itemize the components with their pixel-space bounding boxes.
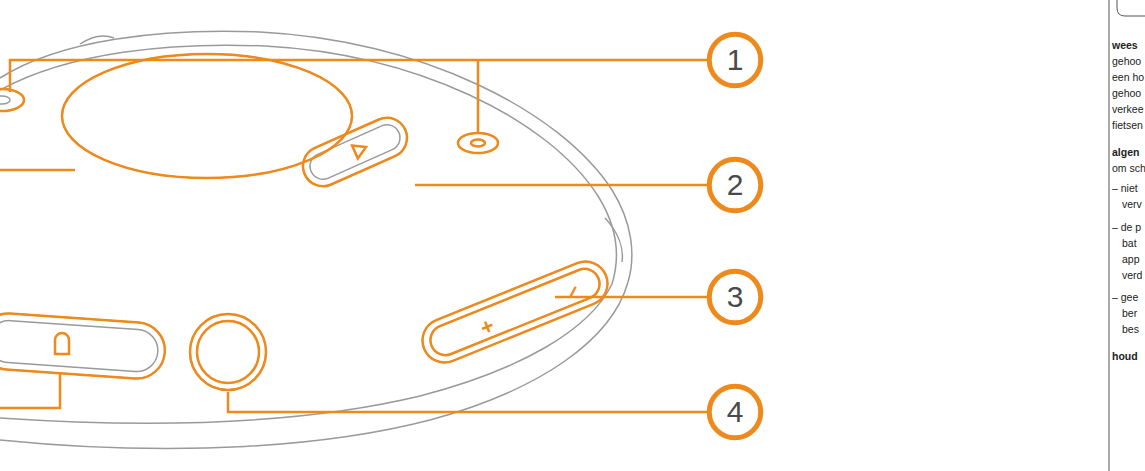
- column-rule: [1109, 0, 1110, 471]
- lock-button: [0, 312, 167, 381]
- leader-lines: [0, 60, 707, 412]
- minus-sign: –: [560, 280, 585, 301]
- volume-button-inner: [426, 264, 604, 359]
- page-frame: [1109, 0, 1145, 471]
- small-button-dot: [0, 96, 10, 104]
- round-button: [190, 314, 266, 390]
- text-fragment: houd: [1112, 351, 1138, 362]
- text-fragment: verv: [1122, 199, 1142, 210]
- rim-detail: [605, 218, 622, 262]
- highlight-volume: [416, 255, 614, 369]
- small-button: [0, 89, 24, 111]
- leader-line: [0, 372, 60, 408]
- callout-circle-shape: [709, 34, 761, 86]
- leader-line: [10, 60, 707, 132]
- callout-circle: 2: [707, 157, 763, 213]
- highlight-lock: [0, 312, 167, 381]
- callout-circle: 4: [707, 384, 763, 440]
- play-button: [297, 111, 414, 192]
- text-fragment: wees: [1112, 40, 1138, 51]
- play-symbol: [352, 141, 369, 159]
- small-button-dot: [471, 140, 485, 147]
- text-fragment: – de p: [1112, 222, 1141, 233]
- text-fragment: ber: [1122, 308, 1137, 319]
- lock-symbol: [55, 333, 69, 354]
- text-fragment: gehoo: [1112, 88, 1141, 99]
- highlight-volume-outline: [416, 255, 614, 369]
- text-fragment: fietsen: [1112, 120, 1143, 131]
- device-body: [0, 31, 632, 448]
- callout-circle-shape: [709, 271, 761, 323]
- highlight-play-outline: [297, 111, 414, 192]
- inner-rim: [0, 45, 616, 284]
- highlight-outlines: [0, 54, 614, 390]
- text-fragment: bat: [1122, 238, 1137, 249]
- leader-line: [228, 392, 707, 412]
- callout-circle-shape: [709, 386, 761, 438]
- highlight-small-dot: [471, 140, 485, 147]
- highlight-round: [190, 314, 266, 390]
- play-button-outline: [297, 111, 414, 192]
- highlight-play: [297, 111, 414, 192]
- callout-number: 3: [727, 282, 744, 312]
- bottom-edge: [0, 282, 628, 449]
- highlight-lock-symbol: [55, 333, 69, 354]
- volume-button: [416, 255, 614, 369]
- highlight-pad: [62, 54, 352, 178]
- text-fragment: bes: [1122, 324, 1139, 335]
- highlight-round-inner: [197, 321, 259, 383]
- rim-notch: [80, 36, 114, 44]
- highlight-small-button: [0, 89, 24, 111]
- text-fragment: – gee: [1112, 292, 1138, 303]
- leader-line: [415, 184, 707, 187]
- corner-tab: [1117, 0, 1145, 16]
- leader-line: [0, 169, 75, 172]
- center-pad: [62, 54, 352, 178]
- small-button: [458, 133, 498, 153]
- volume-button-outline: [416, 255, 614, 369]
- text-fragment: om sch: [1112, 163, 1145, 174]
- text-fragment: verd: [1122, 270, 1142, 281]
- callout-number: 2: [727, 170, 744, 200]
- text-fragment: gehoo: [1112, 56, 1141, 67]
- text-fragment: een ho: [1112, 72, 1144, 83]
- callout-number: 4: [727, 397, 744, 427]
- text-fragment: algen: [1112, 147, 1139, 158]
- text-fragment: verkee: [1112, 104, 1144, 115]
- highlight-play-symbol: [352, 141, 369, 159]
- highlight-volume-inner: [426, 264, 604, 359]
- text-fragment: – niet: [1112, 183, 1138, 194]
- callout-circle: 3: [707, 269, 763, 325]
- callout-number: 1: [727, 45, 744, 75]
- callout-circle-shape: [709, 159, 761, 211]
- plus-sign: +: [477, 314, 497, 339]
- lock-button-inner: [0, 319, 159, 373]
- outer-rim: [0, 31, 632, 282]
- highlight-small-button: [458, 133, 498, 153]
- text-fragment: app: [1122, 254, 1140, 265]
- callout-circle: 1: [707, 32, 763, 88]
- side-band: [0, 284, 612, 423]
- round-button-inner: [197, 321, 259, 383]
